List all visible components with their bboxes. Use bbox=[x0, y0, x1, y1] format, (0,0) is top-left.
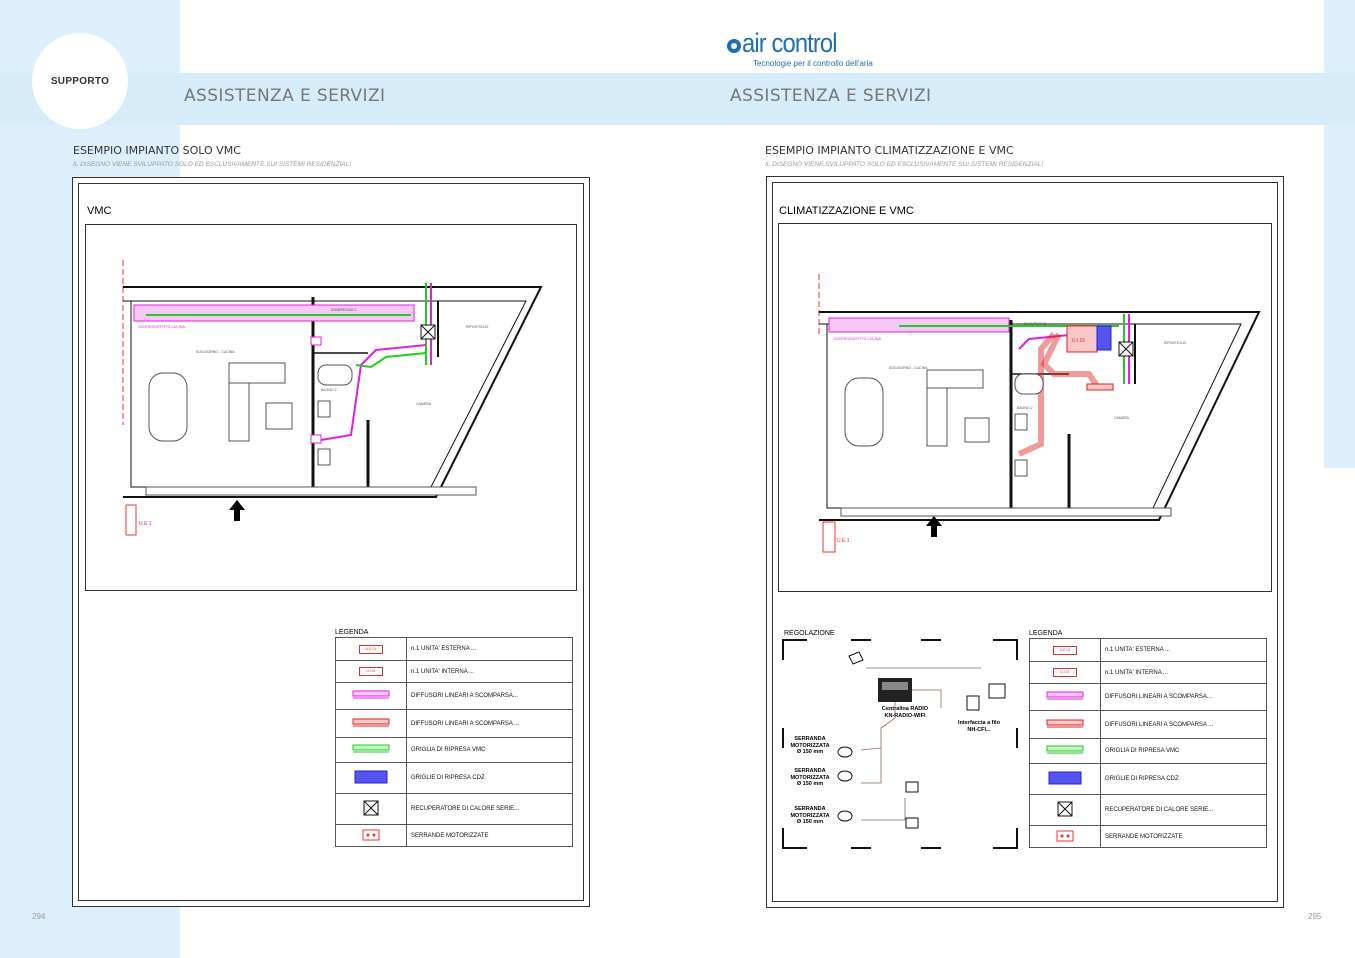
logo-mark-icon bbox=[727, 39, 741, 53]
page-title-right: ASSISTENZA E SERVIZI bbox=[730, 86, 932, 106]
right-floor-plan: U.I.01 U.E.1 SOGGIORNO - CUCINA DISIMPEG… bbox=[778, 223, 1272, 592]
legend-row: RECUPERATORE DI CALORE SERIE... bbox=[1029, 794, 1267, 826]
section-badge: SUPPORTO bbox=[32, 33, 128, 129]
unit-ext-symbol: U.E.01 bbox=[1053, 645, 1077, 655]
left-drawing-title: VMC bbox=[87, 205, 112, 217]
left-legend-table: U.E.01 n.1 UNITA' ESTERNA ... U.I.01 n.1 U… bbox=[335, 637, 573, 847]
legend-label: DIFFUSORI LINEARI A SCOMPARSA ... bbox=[1100, 710, 1267, 739]
legend-row: DIFFUSORI LINEARI A SCOMPARSA ... bbox=[1029, 710, 1267, 739]
room-label-bedroom: CAMERA bbox=[1114, 416, 1130, 420]
room-label-bathroom: BAGNO 2 bbox=[1017, 406, 1033, 410]
page-title-left: ASSISTENZA E SERVIZI bbox=[184, 86, 386, 106]
grill-blue-icon bbox=[354, 770, 388, 784]
regulation-interface-label: Interfaccia a filo NH-CFI... bbox=[958, 720, 1000, 733]
regulation-damper-1-label: SERRANDA MOTORIZZATA Ø 150 mm bbox=[790, 736, 830, 755]
right-legend-title: LEGENDA bbox=[1029, 630, 1063, 637]
regulation-title: REGOLAZIONE bbox=[784, 630, 835, 637]
legend-row: GRIGLIE DI RIPRESA CDZ bbox=[1029, 763, 1267, 795]
legend-label: n.1 UNITA' ESTERNA ... bbox=[406, 637, 573, 661]
legend-row: SERRANDE MOTORIZZATE bbox=[1029, 825, 1267, 848]
legend-row: DIFFUSORI LINEARI A SCOMPARSA... bbox=[335, 682, 573, 710]
legend-row: U.E.01 n.1 UNITA' ESTERNA ... bbox=[335, 637, 573, 661]
room-label-living: SOGGIORNO - CUCINA bbox=[889, 366, 928, 370]
diffuser-magenta-icon bbox=[1046, 691, 1084, 700]
right-section-note: IL DISEGNO VIENE SVILUPPATO SOLO ED ESCL… bbox=[765, 161, 1044, 168]
room-label-bedroom: CAMERA bbox=[416, 402, 432, 406]
left-section-note: IL DISEGNO VIENE SVILUPPATO SOLO ED ESCL… bbox=[73, 161, 352, 168]
legend-row: DIFFUSORI LINEARI A SCOMPARSA... bbox=[1029, 683, 1267, 711]
left-legend-title: LEGENDA bbox=[335, 629, 369, 636]
regulation-damper-2-label: SERRANDA MOTORIZZATA Ø 150 mm bbox=[790, 768, 830, 787]
recuperator-icon bbox=[363, 800, 379, 816]
header-band bbox=[0, 73, 1355, 125]
legend-label: RECUPERATORE DI CALORE SERIE... bbox=[1100, 794, 1267, 826]
legend-row: GRIGLIA DI RIPRESA VMC bbox=[1029, 738, 1267, 764]
room-label-hall: DISIMPEGNO 2 bbox=[331, 308, 356, 312]
legend-row: GRIGLIA DI RIPRESA VMC bbox=[335, 737, 573, 763]
legend-label: GRIGLIE DI RIPRESA CDZ bbox=[1100, 763, 1267, 795]
logo-wordmark: air control bbox=[742, 28, 838, 58]
diffuser-magenta-icon bbox=[352, 690, 390, 699]
logo-tagline: Tecnologie per il controllo dell'aria bbox=[753, 59, 873, 68]
legend-label: n.1 UNITA' INTERNA ... bbox=[406, 660, 573, 683]
left-section-title: ESEMPIO IMPIANTO SOLO VMC bbox=[73, 144, 241, 157]
legend-label: GRIGLIA DI RIPRESA VMC bbox=[1100, 738, 1267, 764]
regulation-hub-label: Centralina RADIO KN-RADIO-WIFI bbox=[881, 706, 929, 719]
left-drawing-frame: VMC bbox=[72, 177, 590, 907]
right-section-title: ESEMPIO IMPIANTO CLIMATIZZAZIONE E VMC bbox=[765, 144, 1014, 157]
regulation-diagram: Centralina RADIO KN-RADIO-WIFI Interfacc… bbox=[781, 638, 1019, 850]
legend-label: GRIGLIE DI RIPRESA CDZ bbox=[406, 762, 573, 794]
diffuser-red-icon bbox=[352, 718, 390, 726]
room-label-ceiling: CONTROSOFFITTO CUCINA bbox=[138, 325, 185, 329]
legend-label: DIFFUSORI LINEARI A SCOMPARSA... bbox=[406, 682, 573, 710]
legend-label: DIFFUSORI LINEARI A SCOMPARSA... bbox=[1100, 683, 1267, 711]
room-label-hall: DISIMPEGNO bbox=[1024, 322, 1047, 326]
right-page-number: 295 bbox=[1308, 912, 1322, 921]
left-floor-plan: U.E.1 SOGGIORNO - CUCINA DISIMPEGNO 2 RI… bbox=[85, 224, 577, 591]
room-label-living: SOGGIORNO - CUCINA bbox=[196, 350, 235, 354]
right-side-band bbox=[1324, 0, 1355, 468]
unit-int-symbol: U.I.01 bbox=[1053, 668, 1077, 677]
left-floor-plan-drawing: U.E.1 SOGGIORNO - CUCINA DISIMPEGNO 2 RI… bbox=[122, 260, 543, 536]
legend-label: SERRANDE MOTORIZZATE bbox=[406, 824, 573, 847]
legend-label: DIFFUSORI LINEARI A SCOMPARSA ... bbox=[406, 709, 573, 738]
diffuser-red-icon bbox=[1046, 719, 1084, 727]
grill-green-icon bbox=[352, 744, 390, 753]
legend-row: SERRANDE MOTORIZZATE bbox=[335, 824, 573, 847]
unit-int-symbol: U.I.01 bbox=[359, 667, 383, 676]
room-label-bathroom: BAGNO 2 bbox=[321, 388, 337, 392]
left-page-number: 294 bbox=[32, 912, 46, 921]
legend-row: DIFFUSORI LINEARI A SCOMPARSA ... bbox=[335, 709, 573, 738]
left-outdoor-unit-label: U.E.1 bbox=[139, 521, 152, 527]
unit-ext-symbol: U.E.01 bbox=[359, 644, 383, 654]
legend-label: GRIGLIA DI RIPRESA VMC bbox=[406, 737, 573, 763]
legend-row: GRIGLIE DI RIPRESA CDZ bbox=[335, 762, 573, 794]
legend-label: n.1 UNITA' ESTERNA ... bbox=[1100, 638, 1267, 662]
brand-logo: air control Tecnologie per il controllo … bbox=[726, 28, 873, 68]
section-badge-label: SUPPORTO bbox=[50, 75, 110, 87]
legend-row: U.I.01 n.1 UNITA' INTERNA ... bbox=[335, 660, 573, 683]
legend-label: SERRANDE MOTORIZZATE bbox=[1100, 825, 1267, 848]
legend-label: RECUPERATORE DI CALORE SERIE... bbox=[406, 793, 573, 825]
right-outdoor-unit-label: U.E.1 bbox=[837, 538, 850, 544]
legend-label: n.1 UNITA' INTERNA ... bbox=[1100, 661, 1267, 684]
grill-green-icon bbox=[1046, 745, 1084, 754]
room-label-storage: RIPOSTIGLIO bbox=[1164, 341, 1187, 345]
right-floor-plan-drawing: U.I.01 U.E.1 SOGGIORNO - CUCINA DISIMPEG… bbox=[818, 274, 1261, 553]
grill-blue-icon bbox=[1048, 771, 1082, 785]
dampers-icon bbox=[362, 829, 380, 840]
regulation-damper-3-label: SERRANDA MOTORIZZATA Ø 150 mm bbox=[790, 806, 830, 825]
room-label-storage: RIPOSTIGLIO bbox=[466, 325, 489, 329]
recuperator-icon bbox=[1057, 801, 1073, 817]
right-indoor-unit-label: U.I.01 bbox=[1072, 338, 1086, 344]
dampers-icon bbox=[1056, 830, 1074, 841]
legend-row: U.E.01 n.1 UNITA' ESTERNA ... bbox=[1029, 638, 1267, 662]
regulation-schematic bbox=[782, 639, 1018, 849]
room-label-ceiling: CONTROSOFFITTO CUCINA bbox=[834, 337, 881, 341]
legend-row: RECUPERATORE DI CALORE SERIE... bbox=[335, 793, 573, 825]
legend-row: U.I.01 n.1 UNITA' INTERNA ... bbox=[1029, 661, 1267, 684]
right-legend-table: U.E.01 n.1 UNITA' ESTERNA ... U.I.01 n.1 U… bbox=[1029, 638, 1267, 848]
right-drawing-title: CLIMATIZZAZIONE E VMC bbox=[779, 205, 914, 217]
right-drawing-frame: CLIMATIZZAZIONE E VMC U.I.01 bbox=[766, 176, 1284, 908]
